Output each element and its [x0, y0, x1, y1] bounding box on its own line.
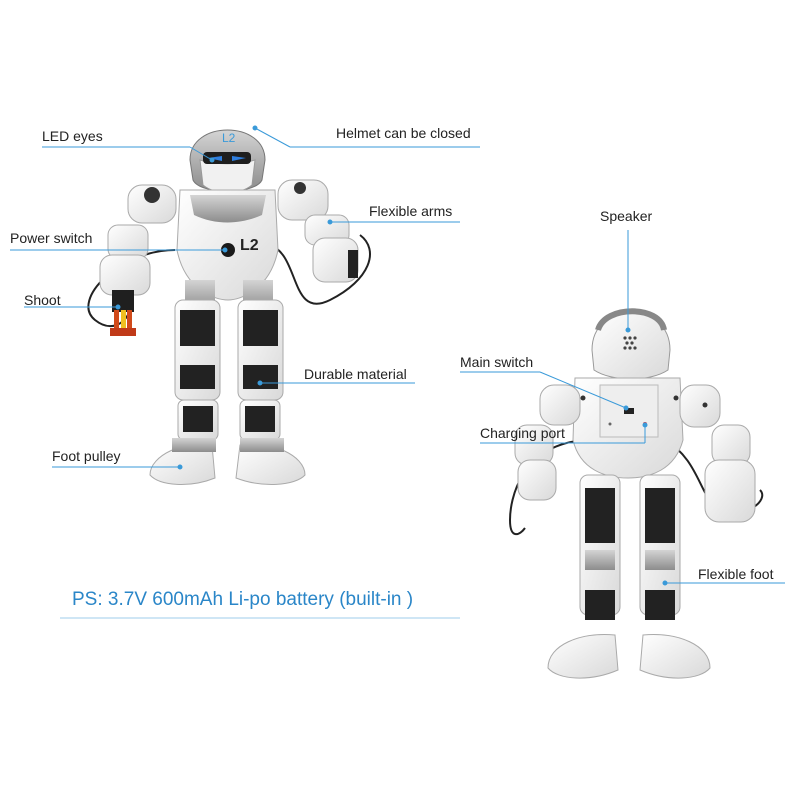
front-robot: L2 L2 [87, 129, 371, 485]
battery-note: PS: 3.7V 600mAh Li-po battery (built-in … [72, 589, 414, 610]
label-foot-pulley: Foot pulley [52, 448, 121, 464]
back-arms [514, 384, 756, 523]
chest-logo: L2 [240, 237, 259, 254]
label-main-switch: Main switch [460, 354, 534, 370]
label-speaker: Speaker [600, 208, 653, 224]
speaker-grille [623, 336, 637, 350]
front-head: L2 [189, 129, 266, 193]
power-switch-button [221, 243, 235, 257]
callout-lines [10, 125, 785, 619]
main-switch [624, 408, 634, 414]
label-helmet: Helmet can be closed [336, 125, 471, 141]
svg-text:L2: L2 [222, 131, 236, 145]
led-eye-left [208, 156, 222, 161]
back-legs [547, 474, 711, 679]
label-power-switch: Power switch [10, 230, 93, 246]
label-flexible-arms: Flexible arms [369, 203, 453, 219]
front-torso: L2 [176, 189, 279, 301]
back-head [591, 308, 671, 380]
label-durable-material: Durable material [304, 366, 407, 382]
label-led-eyes: LED eyes [42, 128, 103, 144]
label-shoot: Shoot [24, 292, 61, 308]
back-torso [572, 377, 684, 479]
front-arm-left [99, 184, 177, 336]
label-flexible-foot: Flexible foot [698, 566, 774, 582]
back-robot [508, 308, 764, 679]
label-charging-port: Charging port [480, 425, 565, 441]
led-eye-right [232, 156, 246, 161]
front-legs [149, 280, 306, 485]
front-arm-right [277, 179, 359, 283]
